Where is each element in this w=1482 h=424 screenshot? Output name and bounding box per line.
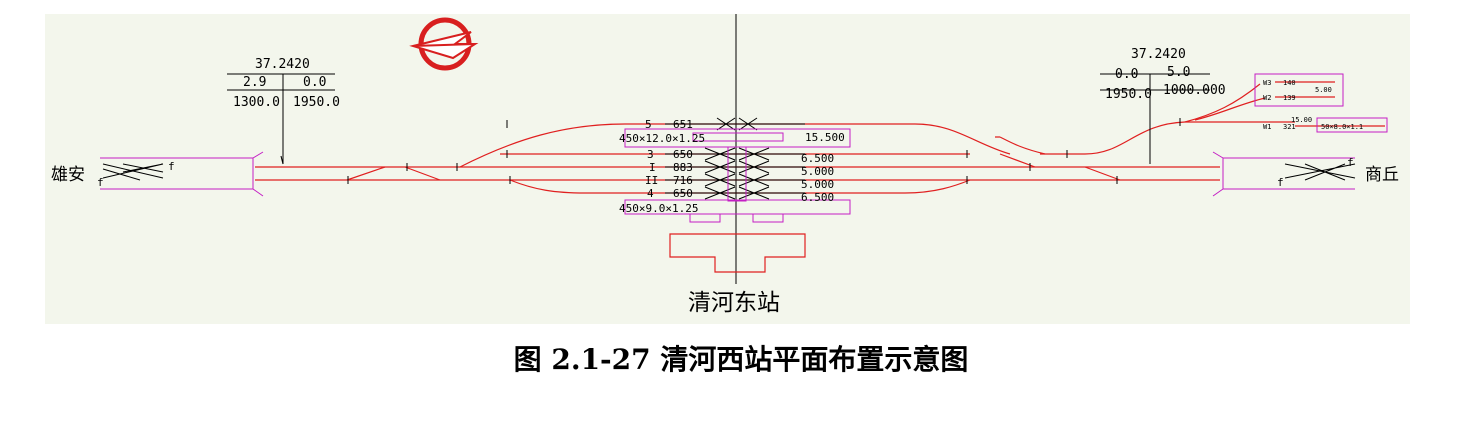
track-4-spacing: 6.500 — [801, 191, 834, 204]
track-i-length: 883 — [673, 161, 693, 174]
platform-south-canopy-2 — [752, 213, 784, 223]
east-right-length: 1000.000 — [1163, 83, 1226, 98]
platform-north-canopy — [692, 132, 784, 142]
platform-south-spec: 450×9.0×1.25 — [619, 202, 698, 215]
throat-crosses — [102, 163, 1356, 181]
platform-center-block — [727, 146, 747, 202]
platform-north-spec: 450×12.0×1.25 — [619, 132, 705, 145]
track-ticks — [347, 118, 1181, 184]
track-5-length: 651 — [673, 118, 693, 131]
station-track-lines — [665, 123, 805, 194]
platform-north-spacing: 15.500 — [805, 131, 845, 144]
siding-w2-lead — [1194, 97, 1266, 121]
east-crossover-1 — [999, 153, 1036, 168]
east-f-mark-1: f — [1347, 156, 1354, 169]
station-layout-diagram: 37.2420 2.9 0.0 1300.0 1950.0 37.2420 0.… — [45, 14, 1410, 324]
siding-w3-label: W3 — [1263, 79, 1271, 87]
track-i-spacing: 5.000 — [801, 165, 834, 178]
track-4-length: 650 — [673, 187, 693, 200]
railway-logo-icon — [409, 17, 479, 71]
track-ii-id: II — [645, 174, 658, 187]
east-left-grade: 0.0 — [1115, 67, 1138, 82]
platform-south-canopy-1 — [689, 213, 721, 223]
track-5-id: 5 — [645, 118, 652, 131]
station-building — [669, 233, 806, 273]
track-3-id: 3 — [647, 148, 654, 161]
station-switch-marks — [704, 117, 770, 200]
profile-markers — [227, 73, 1210, 165]
siding-w1-label: W1 — [1263, 123, 1271, 131]
siding-w2-length: 139 — [1283, 94, 1296, 102]
siding-w3-length: 140 — [1283, 79, 1296, 87]
track-3-length: 650 — [673, 148, 693, 161]
west-left-grade: 2.9 — [243, 75, 266, 90]
siding-w1-spacing: 15.00 — [1291, 116, 1312, 124]
west-right-grade: 0.0 — [303, 75, 326, 90]
west-city-label: 雄安 — [51, 165, 85, 185]
track-5 — [459, 123, 1011, 168]
west-crossover-1 — [346, 166, 386, 181]
siding-w1-box — [1316, 117, 1388, 133]
track-3-spacing: 6.500 — [801, 152, 834, 165]
siding-w3-w2-box — [1254, 73, 1344, 107]
west-f-mark-2: f — [97, 176, 104, 189]
east-crossover-2 — [1084, 166, 1121, 181]
east-stub — [995, 136, 1046, 155]
track-i-id: I — [649, 161, 656, 174]
east-f-mark-2: f — [1277, 176, 1284, 189]
siding-small-value: 5.00 — [1315, 86, 1332, 94]
east-siding-line — [1040, 121, 1295, 155]
east-city-label: 商丘 — [1365, 165, 1399, 185]
siding-w2-label: W2 — [1263, 94, 1271, 102]
siding-w3-lead — [1184, 83, 1261, 123]
station-name-label: 清河东站 — [688, 290, 780, 316]
west-f-mark-1: f — [168, 160, 175, 173]
platforms — [100, 73, 1388, 223]
track-ii-length: 716 — [673, 174, 693, 187]
siding-w1-platform: 50×8.0×1.1 — [1321, 123, 1363, 131]
track-ii-spacing: 5.000 — [801, 178, 834, 191]
siding-w1-length: 321 — [1283, 123, 1296, 131]
west-elevation: 37.2420 — [255, 57, 310, 72]
west-crossover-2 — [404, 166, 441, 181]
track-4-id: 4 — [647, 187, 654, 200]
east-right-grade: 5.0 — [1167, 65, 1190, 80]
east-elevation: 37.2420 — [1131, 47, 1186, 62]
figure-caption: 图 2.1-27 清河西站平面布置示意图 — [513, 343, 969, 376]
west-right-length: 1950.0 — [293, 95, 340, 110]
west-left-length: 1300.0 — [233, 95, 280, 110]
east-left-length: 1950.0 — [1105, 87, 1152, 102]
platform-south — [624, 199, 851, 215]
